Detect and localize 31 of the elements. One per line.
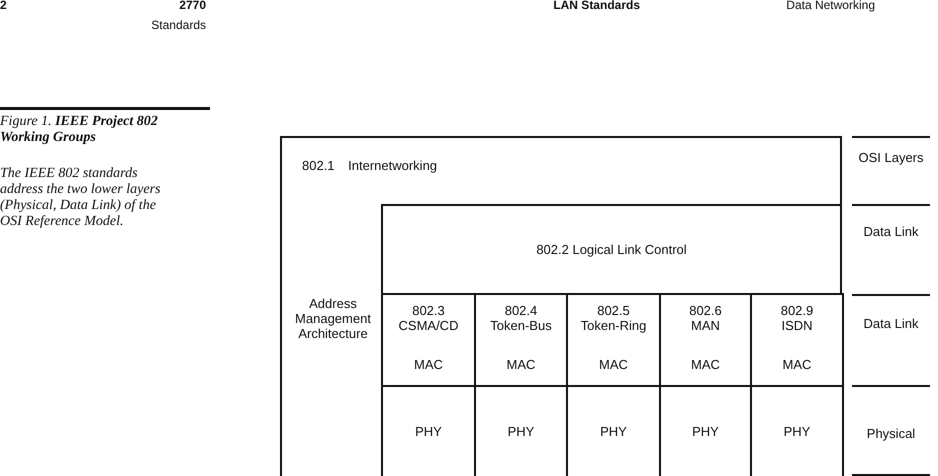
outer-frame xyxy=(280,136,842,476)
section-title: Standards xyxy=(150,18,206,33)
box-label: 802.1 Internetworking xyxy=(302,158,438,173)
box-label: PHY xyxy=(414,424,443,439)
layer-name: OSI Layers xyxy=(857,150,925,165)
running-head: LAN Standards xyxy=(552,0,640,13)
layer-name: Data Link xyxy=(862,224,920,239)
box-label: 802.3 CSMA/CD xyxy=(398,303,460,333)
box-label: Address Management Architecture xyxy=(294,296,372,341)
figure-title: Figure 1. IEEE Project 802 Working Groups xyxy=(0,114,159,146)
box-label: MAC xyxy=(690,357,721,372)
running-head: Data Networking xyxy=(785,0,875,13)
box-label: MAC xyxy=(413,357,444,372)
box-label: 802.2 Logical Link Control xyxy=(535,242,688,257)
box-label: PHY xyxy=(506,424,536,439)
box-label: 802.5 Token-Ring xyxy=(580,303,648,333)
box-label: PHY xyxy=(691,424,720,439)
box-label: MAC xyxy=(598,357,629,372)
section-number: 2770 xyxy=(178,0,206,13)
page-number: 2 xyxy=(0,0,8,13)
figure-caption: The IEEE 802 standards address the two lower layers (Physical, Data Link) of the OSI Reference Model. xyxy=(0,166,162,230)
layer-box xyxy=(381,204,842,295)
box-label: PHY xyxy=(599,424,628,439)
box-label: 802.6 MAN xyxy=(688,303,723,333)
box-label: MAC xyxy=(782,357,812,372)
box-label: PHY xyxy=(782,424,812,439)
box-label: MAC xyxy=(506,357,536,372)
box-label: 802.4 Token-Bus xyxy=(489,303,553,333)
layer-name: Data Link xyxy=(862,316,920,331)
box-label: 802.9 ISDN xyxy=(780,303,814,333)
layer-name: Physical xyxy=(866,426,916,441)
